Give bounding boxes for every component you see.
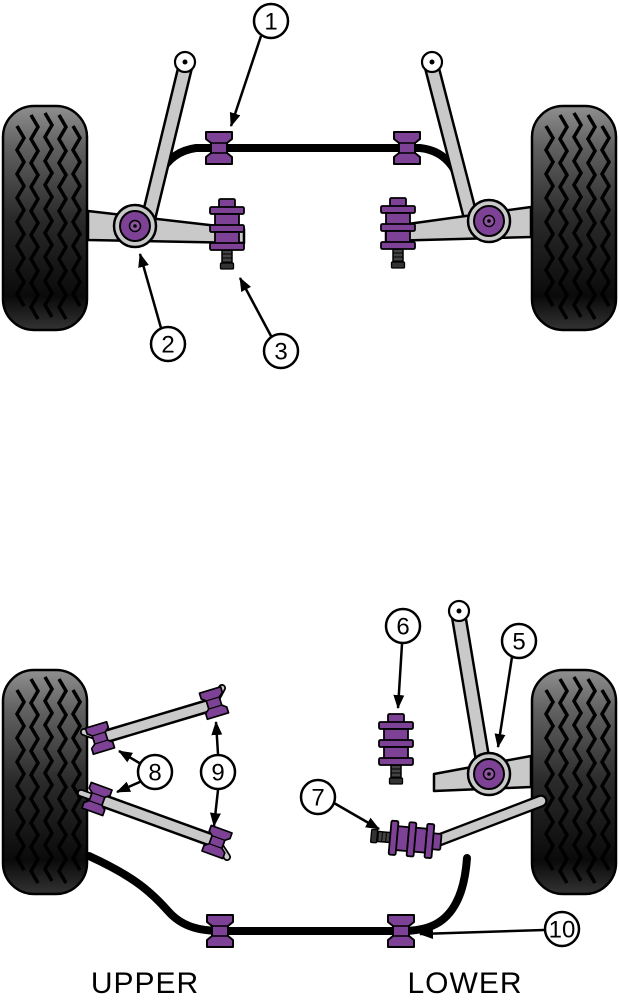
- callout-8-circle: [136, 753, 174, 791]
- front-right-drop-link: [420, 50, 478, 223]
- callout-6-arrow: [393, 643, 405, 709]
- callout-3-number: 3: [274, 339, 287, 366]
- label-lower: LOWER: [407, 967, 522, 1000]
- drop-link-rod-fill: [426, 62, 476, 221]
- drop-link-eye-dot: [429, 59, 435, 65]
- drop-link-rod-fill: [142, 62, 191, 226]
- callout-6-number: 6: [396, 614, 409, 641]
- front-left-tire: [3, 106, 87, 330]
- callout-2-number: 2: [161, 332, 174, 359]
- callout-1-number: 1: [264, 9, 277, 36]
- callout-2-arrow: [138, 253, 163, 329]
- rear-left-tire: [3, 670, 87, 894]
- rear-upper-link: [80, 684, 230, 756]
- front-suspension-diagram: 1 2 3: [3, 2, 616, 370]
- rear-toe-link-bushing-assembly: [368, 818, 444, 860]
- callout-8-number: 8: [148, 760, 161, 787]
- callout-1-circle: [252, 2, 290, 40]
- callout-3: 3: [238, 277, 300, 370]
- drop-link-rod-fill: [453, 612, 490, 774]
- callout-10-number: 10: [549, 917, 576, 944]
- toe-link-rod-fill: [421, 796, 546, 850]
- callout-6-circle: [384, 607, 422, 645]
- callout-8-arrow-upper: [118, 749, 142, 766]
- callout-7-number: 7: [311, 785, 324, 812]
- rear-right-arm-pivot-bushing: [466, 751, 512, 797]
- callout-9-arrow-up: [211, 721, 223, 755]
- callout-10-arrow: [419, 928, 545, 940]
- rear-right-tire: [532, 670, 616, 894]
- callout-7-circle: [299, 778, 337, 816]
- callout-2: 2: [138, 253, 187, 363]
- upper-link-rod-fill: [99, 700, 216, 742]
- front-right-inner-bushing-assembly: [380, 197, 416, 269]
- front-right-arm-pivot-bushing: [466, 198, 512, 244]
- callout-10: 10: [419, 910, 581, 948]
- callout-5: 5: [494, 622, 538, 748]
- front-left-drop-link: [140, 50, 197, 228]
- callout-7: 7: [299, 778, 380, 831]
- callout-8: 8: [116, 749, 174, 794]
- rear-right-drop-link: [447, 599, 492, 776]
- callout-8-arrow-lower: [116, 779, 143, 794]
- callout-1-arrow: [229, 35, 263, 127]
- callout-1: 1: [229, 2, 290, 127]
- front-left-arm-pivot-bushing: [112, 203, 158, 249]
- callout-7-arrow: [333, 801, 380, 831]
- callout-9-circle: [199, 753, 237, 791]
- front-right-tire: [532, 106, 616, 330]
- callout-9-arrow-down: [209, 789, 221, 827]
- callout-10-circle: [543, 910, 581, 948]
- callout-9: 9: [199, 721, 237, 827]
- callout-6: 6: [384, 607, 422, 709]
- rear-suspension-diagram: 5 6 7 8 9 10 UPPER: [3, 599, 616, 1000]
- rear-inner-bushing-assembly: [378, 713, 414, 785]
- callout-9-number: 9: [211, 760, 224, 787]
- label-upper: UPPER: [91, 967, 199, 1000]
- lower-link-rod-fill: [96, 795, 219, 846]
- drop-link-eye-dot: [456, 608, 462, 614]
- rear-toe-link: [419, 794, 548, 852]
- drop-link-eye-dot: [182, 59, 188, 65]
- callout-3-arrow: [238, 277, 273, 337]
- callout-3-circle: [262, 332, 300, 370]
- callout-5-number: 5: [512, 629, 525, 656]
- rear-lower-link: [77, 781, 233, 861]
- callout-2-circle: [149, 325, 187, 363]
- front-left-inner-bushing-assembly: [209, 198, 245, 270]
- callout-5-circle: [500, 622, 538, 660]
- callout-5-arrow: [494, 656, 514, 748]
